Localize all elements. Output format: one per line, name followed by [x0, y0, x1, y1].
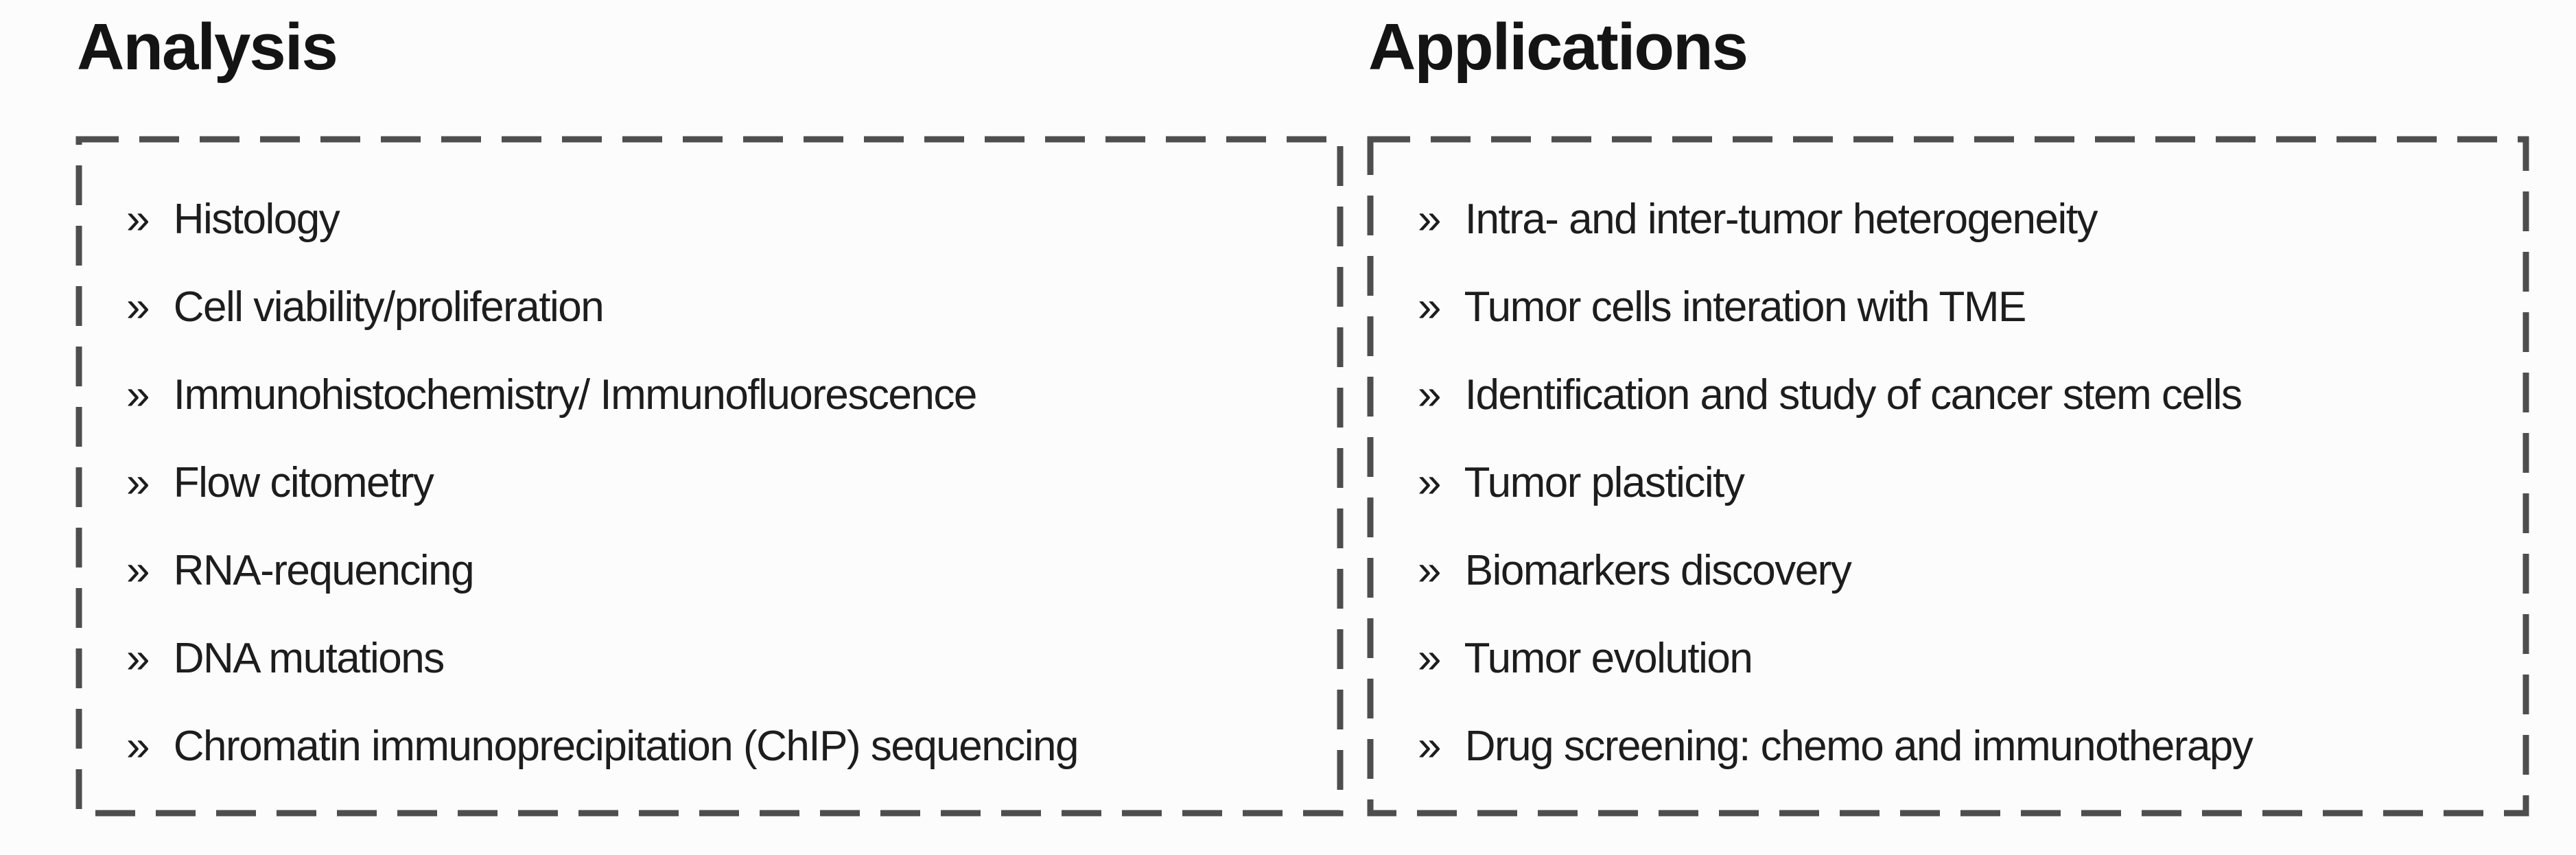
list-item: » Immunohistochemistry/ Immunofluorescen… [126, 351, 1316, 439]
list-item-text: Identification and study of cancer stem … [1464, 371, 2243, 419]
analysis-box: » Histology » Cell viability/proliferati… [75, 136, 1344, 817]
list-item: » RNA-requencing [126, 527, 1316, 615]
bullet-marker: » [1418, 371, 1441, 419]
list-item: » Cell viability/proliferation [126, 263, 1316, 351]
applications-dashed-border [1367, 136, 2529, 817]
applications-title: Applications [1368, 10, 1748, 84]
list-item: » Intra- and inter-tumor heterogeneity [1418, 176, 2502, 263]
list-item-text: Intra- and inter-tumor heterogeneity [1464, 196, 2098, 243]
list-item: » Tumor evolution [1418, 615, 2502, 703]
list-item-text: Flow citometry [173, 459, 434, 506]
bullet-marker: » [1418, 635, 1441, 682]
list-item-text: Tumor plasticity [1464, 459, 1745, 506]
list-item-text: Drug screening: chemo and immunotherapy [1464, 723, 2253, 770]
bullet-marker: » [126, 635, 150, 682]
applications-panel: Applications » Intra- and inter-tumor he… [1367, 0, 2529, 855]
list-item-text: Cell viability/proliferation [173, 283, 605, 331]
bullet-marker: » [1418, 283, 1441, 331]
list-item: » Tumor plasticity [1418, 439, 2502, 527]
bullet-marker: » [126, 283, 150, 331]
analysis-panel: Analysis » Histology » Cell viability/pr… [75, 0, 1344, 855]
list-item-text: Tumor evolution [1464, 635, 1753, 682]
list-item: » DNA mutations [126, 615, 1316, 703]
bullet-marker: » [1418, 459, 1441, 506]
list-item: » Histology [126, 176, 1316, 263]
list-item: » Identification and study of cancer ste… [1418, 351, 2502, 439]
bullet-marker: » [126, 547, 150, 594]
analysis-title: Analysis [77, 10, 338, 84]
list-item-text: Histology [173, 196, 340, 243]
list-item-text: RNA-requencing [173, 547, 475, 594]
analysis-list: » Histology » Cell viability/proliferati… [126, 176, 1316, 790]
applications-list: » Intra- and inter-tumor heterogeneity »… [1418, 176, 2502, 790]
list-item-text: Chromatin immunoprecipitation (ChIP) seq… [173, 723, 1079, 770]
list-item: » Biomarkers discovery [1418, 527, 2502, 615]
applications-box: » Intra- and inter-tumor heterogeneity »… [1367, 136, 2529, 817]
bullet-marker: » [1418, 196, 1441, 243]
list-item: » Flow citometry [126, 439, 1316, 527]
bullet-marker: » [126, 371, 150, 419]
list-item-text: Immunohistochemistry/ Immunofluorescence [173, 371, 978, 419]
bullet-marker: » [126, 459, 150, 506]
analysis-dashed-border [75, 136, 1344, 817]
list-item: » Tumor cells interation with TME [1418, 263, 2502, 351]
bullet-marker: » [1418, 723, 1441, 770]
list-item: » Chromatin immunoprecipitation (ChIP) s… [126, 703, 1316, 790]
bullet-marker: » [1418, 547, 1441, 594]
list-item-text: Biomarkers discovery [1464, 547, 1852, 594]
list-item-text: Tumor cells interation with TME [1464, 283, 2027, 331]
bullet-marker: » [126, 723, 150, 770]
list-item: » Drug screening: chemo and immunotherap… [1418, 703, 2502, 790]
list-item-text: DNA mutations [173, 635, 445, 682]
bullet-marker: » [126, 196, 150, 243]
